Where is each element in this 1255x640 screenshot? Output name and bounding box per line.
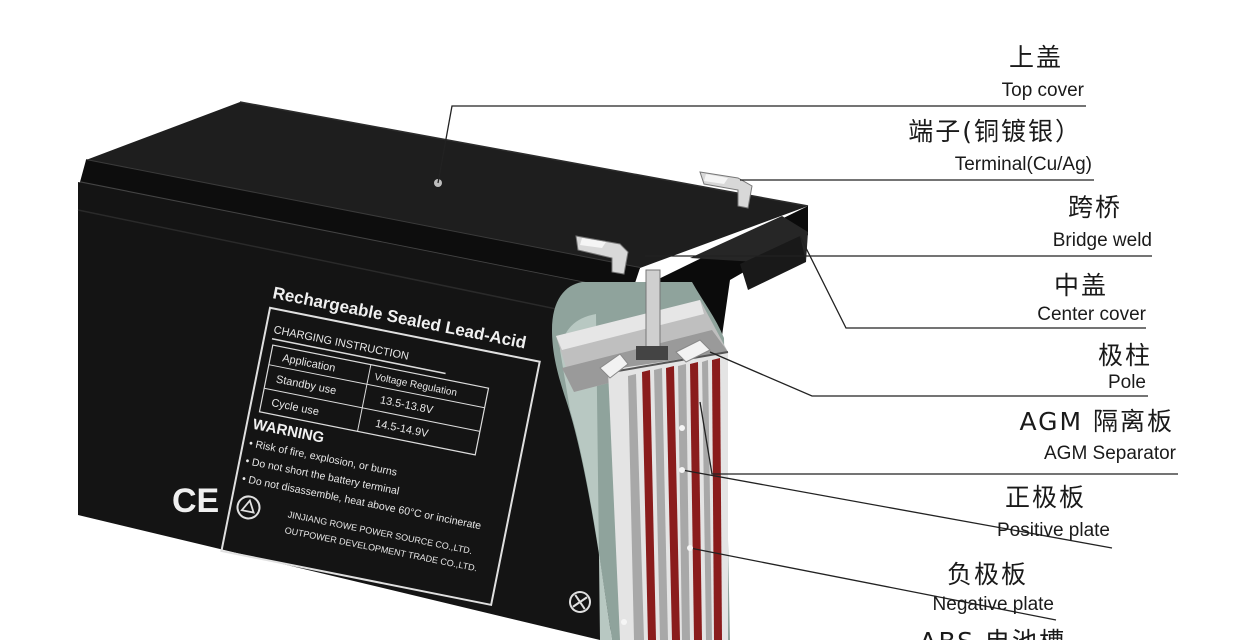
top-cover-rim — [80, 160, 640, 292]
positive-plates — [642, 358, 722, 640]
terminal-back — [699, 171, 753, 209]
leader-negative — [689, 547, 1057, 621]
pole-rod — [645, 269, 661, 351]
leader-agm — [699, 401, 1178, 475]
callout-bridge-en: Bridge weld — [1053, 230, 1152, 251]
recycle-icon — [236, 495, 261, 520]
callout-pole-zh: 极柱 — [1098, 341, 1152, 370]
callout-positive-zh: 正极板 — [1005, 483, 1086, 512]
callout-terminal-zh: 端子(铜镀银） — [908, 117, 1082, 146]
callout-agm-zh: AGM 隔离板 — [1019, 407, 1174, 436]
leader-dots — [621, 425, 693, 625]
cutaway-section — [552, 269, 730, 640]
callout-negative-zh: 负极板 — [947, 560, 1028, 589]
callout-pole-en: Pole — [1108, 372, 1146, 393]
plate-stack — [608, 351, 729, 640]
callout-top-cover-zh: 上盖 — [1009, 43, 1063, 72]
negative-plates — [628, 360, 712, 640]
leader-top-cover — [437, 105, 1086, 184]
leader-positive — [681, 469, 1113, 549]
leader-lines — [437, 105, 1178, 621]
callout-center-cover-zh: 中盖 — [1054, 271, 1108, 300]
leader-center-cover — [799, 235, 1146, 329]
callout-center-cover-en: Center cover — [1037, 304, 1146, 325]
ce-mark: CE — [172, 482, 219, 520]
terminal-front — [575, 235, 629, 275]
callout-agm-en: AGM Separator — [1044, 443, 1177, 464]
top-cover — [86, 102, 808, 268]
callout-bridge-zh: 跨桥 — [1068, 193, 1122, 222]
leader-pole — [709, 351, 1148, 397]
callout-top-cover-en: Top cover — [1002, 80, 1085, 101]
callout-abs-zh: ABS 电池槽 — [919, 627, 1066, 640]
callout-negative-en: Negative plate — [933, 594, 1054, 615]
callout-terminal-en: Terminal(Cu/Ag) — [955, 154, 1092, 175]
recycle-icon-2 — [569, 591, 591, 613]
callouts: 上盖 Top cover 端子(铜镀银） Terminal(Cu/Ag) 跨桥 … — [908, 43, 1176, 640]
callout-positive-en: Positive plate — [997, 520, 1110, 541]
